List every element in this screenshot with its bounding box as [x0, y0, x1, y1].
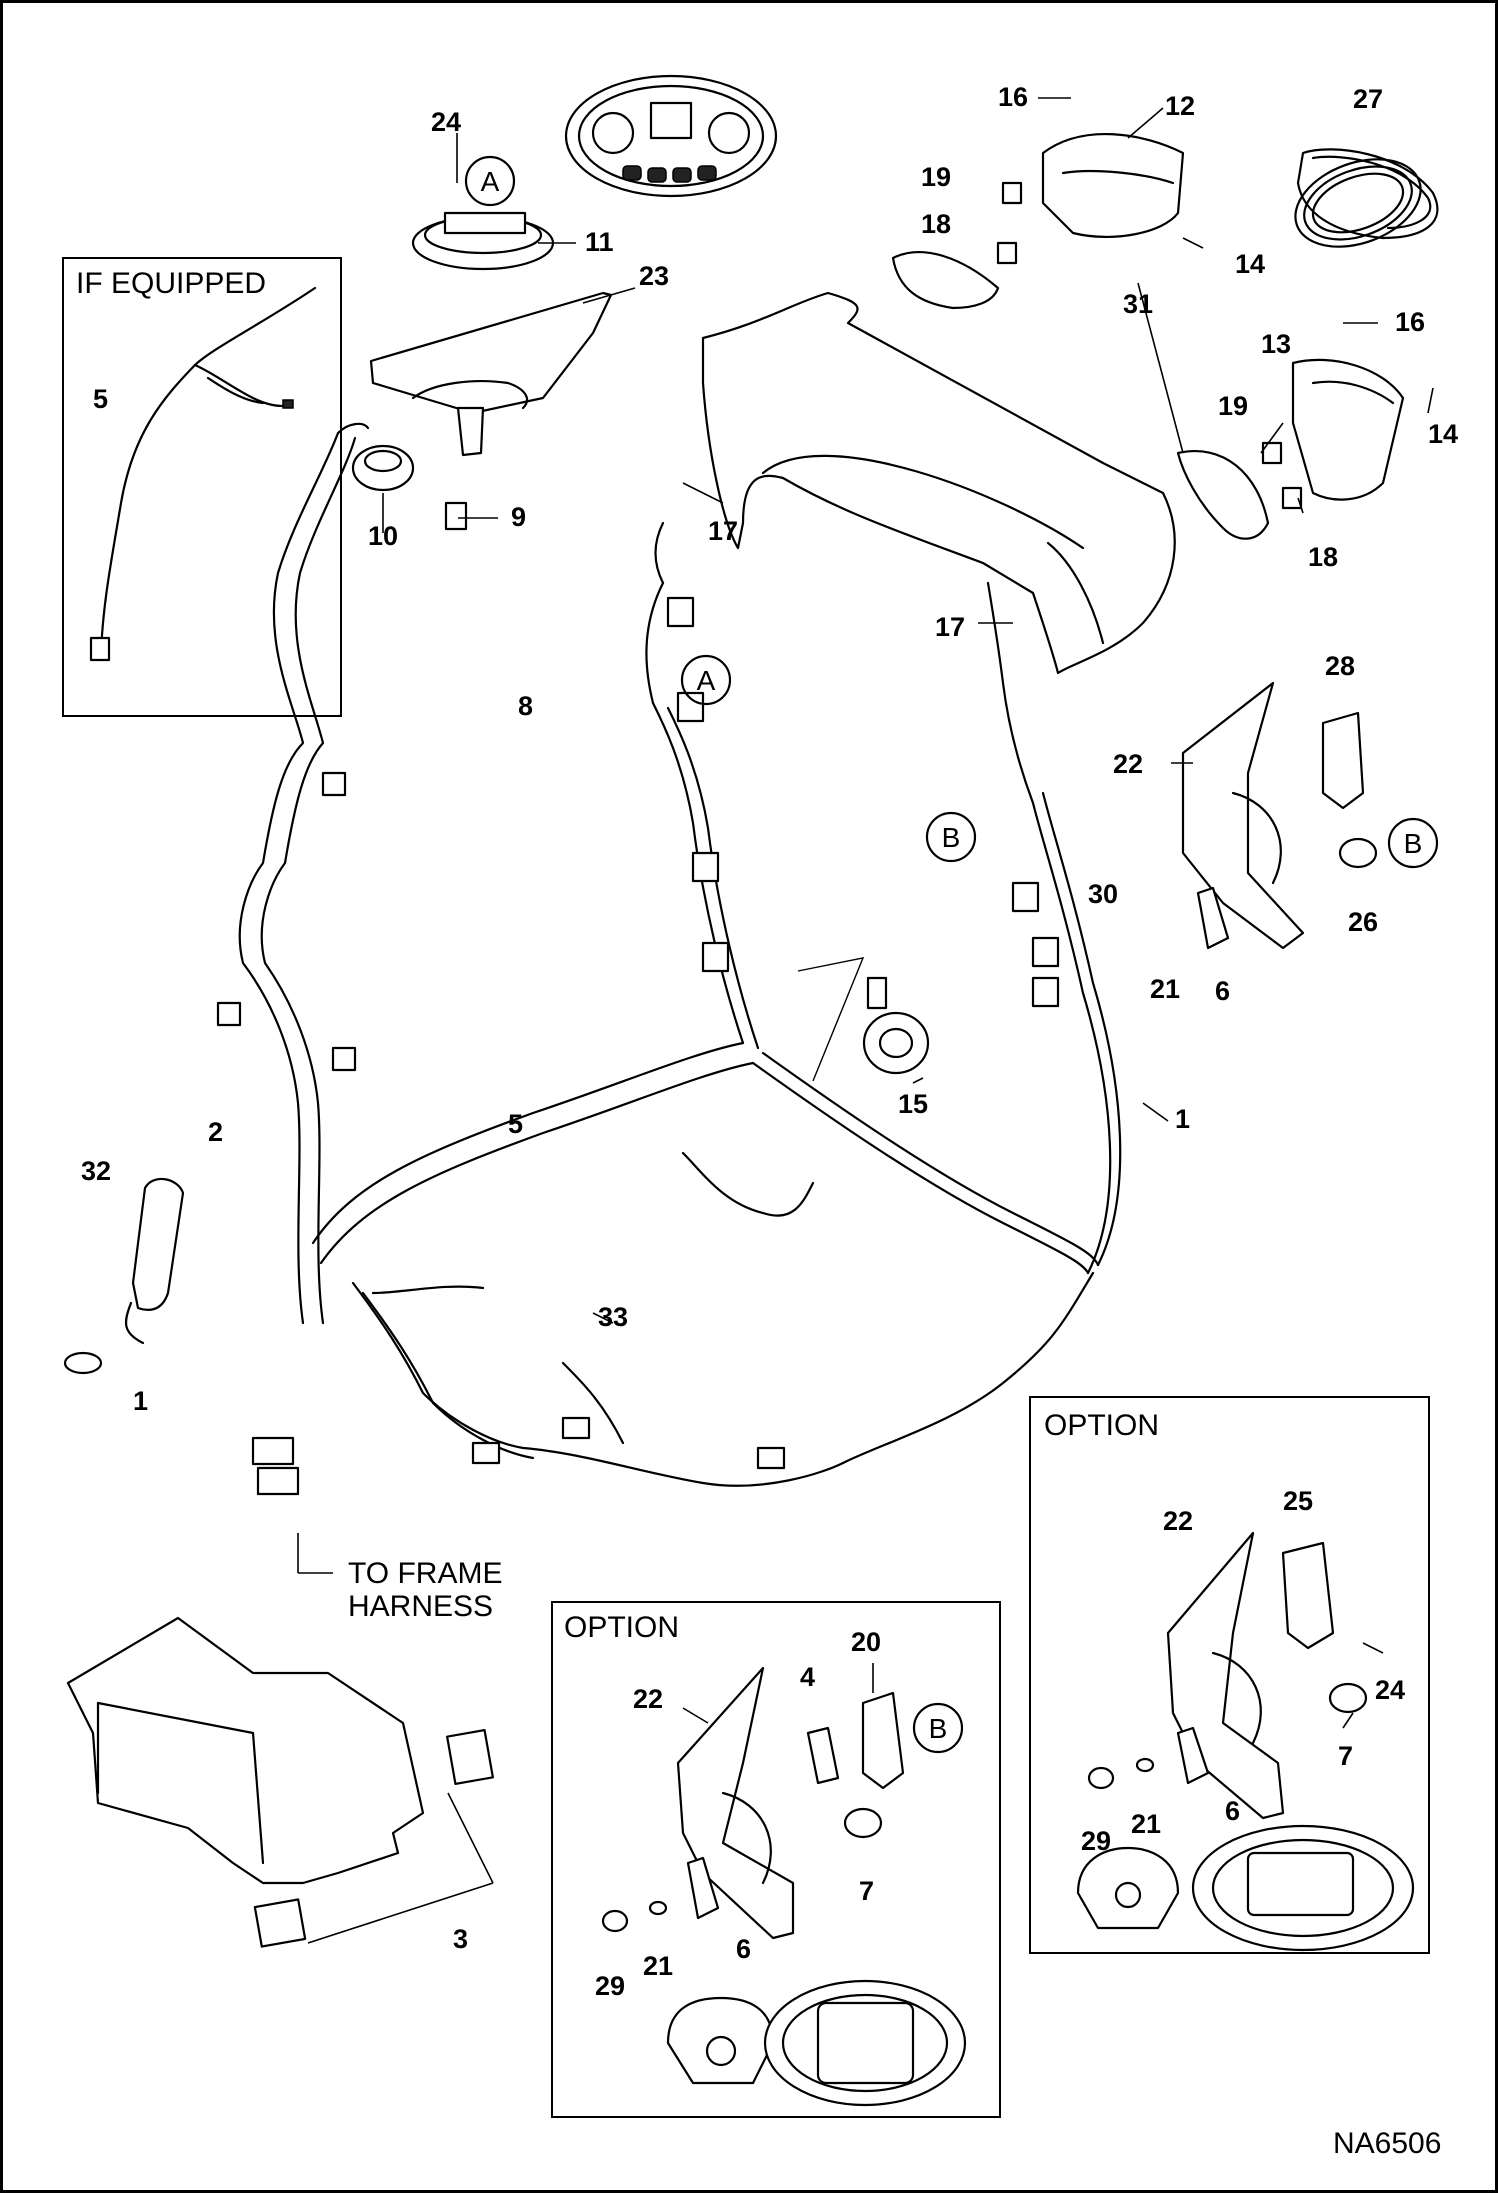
callout-23: 23 — [639, 261, 669, 291]
leader-lines — [297, 97, 1434, 1944]
callout-22-option-right: 22 — [1163, 1506, 1193, 1536]
callout-numbers: 24 11 23 10 9 5 16 12 27 19 18 14 31 13 … — [81, 82, 1458, 2001]
horn-drawing — [797, 957, 930, 1082]
callout-24-option-right: 24 — [1375, 1675, 1405, 1705]
callout-15: 15 — [898, 1089, 928, 1119]
joystick-option-left-drawing — [601, 1666, 967, 2107]
marker-a-harness: A — [697, 665, 716, 696]
callout-16-top: 16 — [998, 82, 1028, 112]
reference-markers: A A B B B — [464, 155, 1439, 1754]
marker-b-option-circle — [912, 1702, 964, 1754]
callout-14-right: 14 — [1428, 419, 1458, 449]
callout-26: 26 — [1348, 907, 1378, 937]
callout-18-top: 18 — [921, 209, 951, 239]
callout-25: 25 — [1283, 1486, 1313, 1516]
tube-assembly-drawing — [63, 1177, 185, 1375]
exploded-parts-drawing: IF EQUIPPED OPTION OPTION — [62, 74, 1458, 2160]
callout-4: 4 — [800, 1662, 815, 1692]
if-equipped-box — [62, 257, 342, 717]
callout-2: 2 — [208, 1117, 223, 1147]
marker-a-top-circle — [464, 155, 516, 207]
callout-5-main: 5 — [508, 1109, 523, 1139]
callout-17-top: 17 — [708, 516, 738, 546]
callout-21-option-left: 21 — [643, 1951, 673, 1981]
marker-a-top: A — [481, 166, 500, 197]
callout-32: 32 — [81, 1156, 111, 1186]
callout-1-left: 1 — [133, 1386, 148, 1416]
callout-16-right: 16 — [1395, 307, 1425, 337]
frame-harness-note-line2: HARNESS — [348, 1590, 493, 1623]
callout-31: 31 — [1123, 289, 1153, 319]
marker-b-harness: B — [942, 822, 961, 853]
if-equipped-label: IF EQUIPPED — [76, 267, 266, 300]
joystick-option-right-drawing — [1076, 1531, 1415, 1952]
callout-8: 8 — [518, 691, 533, 721]
callout-6-option-right: 6 — [1225, 1796, 1240, 1826]
callout-13: 13 — [1261, 329, 1291, 359]
callout-9: 9 — [511, 502, 526, 532]
option-box-left — [551, 1601, 1001, 2118]
callout-21-option-right: 21 — [1131, 1809, 1161, 1839]
option-box-right — [1029, 1396, 1430, 1954]
callout-24-top: 24 — [431, 107, 461, 137]
optional-harness-drawing — [89, 286, 317, 662]
callout-10: 10 — [368, 521, 398, 551]
main-harness-drawing — [216, 422, 1122, 1496]
callout-28: 28 — [1325, 651, 1355, 681]
callout-30: 30 — [1088, 879, 1118, 909]
callout-27: 27 — [1353, 84, 1383, 114]
drawing-number: NA6506 — [1333, 2127, 1441, 2160]
callout-17-bottom: 17 — [935, 612, 965, 642]
callout-29-option-right: 29 — [1081, 1826, 1111, 1856]
callout-11: 11 — [585, 227, 614, 257]
callout-12: 12 — [1165, 91, 1195, 121]
marker-b-right: B — [1404, 828, 1423, 859]
callout-18-right: 18 — [1308, 542, 1338, 572]
callout-1-right: 1 — [1175, 1104, 1190, 1134]
callout-22-option-left: 22 — [633, 1684, 663, 1714]
callout-6-option-left: 6 — [736, 1934, 751, 1964]
marker-b-harness-circle — [925, 811, 977, 863]
callout-19-right: 19 — [1218, 391, 1248, 421]
callout-21-top: 21 — [1150, 974, 1180, 1004]
marker-a-harness-circle — [680, 654, 732, 706]
wire-coil-drawing — [1294, 158, 1422, 248]
callout-7-option-left: 7 — [859, 1876, 874, 1906]
frame-harness-note-line1: TO FRAME — [348, 1557, 502, 1590]
instrument-cluster-drawing — [564, 74, 778, 198]
callout-3: 3 — [453, 1924, 468, 1954]
overhead-panel-drawing — [701, 132, 1439, 675]
callout-19-top: 19 — [921, 162, 951, 192]
joystick-right-drawing — [1181, 681, 1378, 950]
display-mount-drawing — [351, 211, 613, 531]
marker-b-right-circle — [1387, 817, 1439, 869]
callout-14-top: 14 — [1235, 249, 1265, 279]
marker-b-option: B — [929, 1713, 948, 1744]
callout-7-option-right: 7 — [1338, 1741, 1353, 1771]
callout-22-top: 22 — [1113, 749, 1143, 779]
option-box-right-label: OPTION — [1044, 1409, 1159, 1442]
callout-33: 33 — [598, 1302, 628, 1332]
callout-29-option-left: 29 — [595, 1971, 625, 2001]
callout-5-optional: 5 — [93, 384, 108, 414]
callout-20: 20 — [851, 1627, 881, 1657]
option-box-left-label: OPTION — [564, 1611, 679, 1644]
floor-panel-drawing — [66, 1616, 494, 1948]
callout-6-top: 6 — [1215, 976, 1230, 1006]
